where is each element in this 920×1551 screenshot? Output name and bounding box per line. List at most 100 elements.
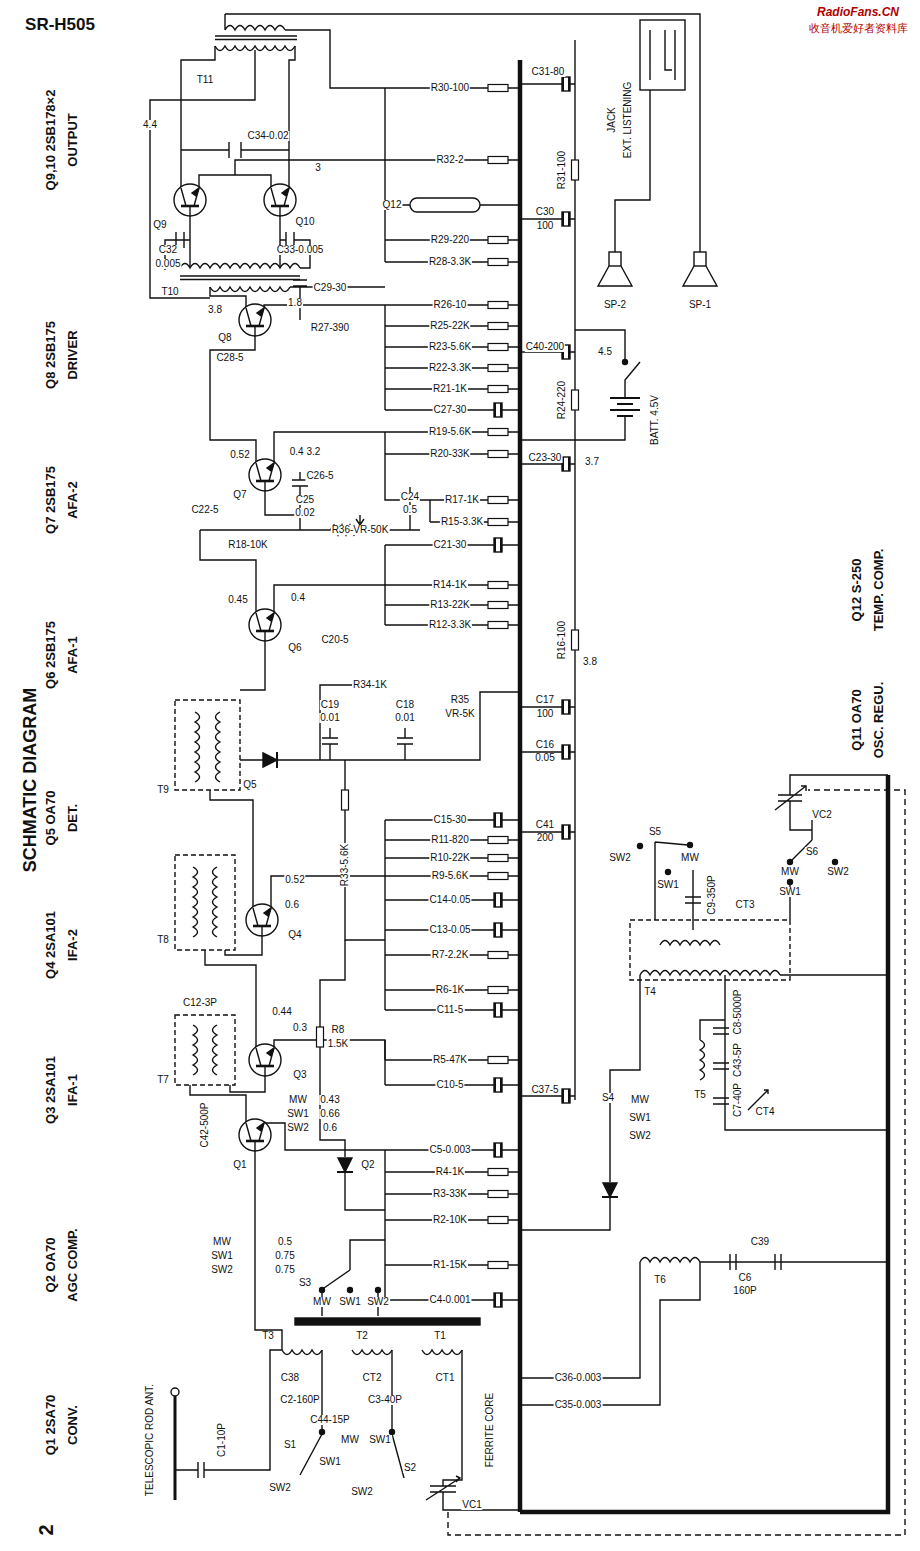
component-label: S6 bbox=[805, 847, 819, 857]
component-label: C13-0.05 bbox=[428, 925, 471, 935]
component-label: SW1 bbox=[628, 1113, 652, 1123]
component-label: 4.5 bbox=[597, 347, 613, 357]
component-label: R32-2 bbox=[435, 155, 464, 165]
component-label: R22-3.3K bbox=[428, 363, 472, 373]
component-label: C24 bbox=[400, 492, 420, 502]
component-label: R34-1K bbox=[352, 680, 388, 690]
component-label: MW bbox=[288, 1095, 308, 1105]
stage-label: CONV. bbox=[66, 1404, 79, 1446]
component-label: 0.05 bbox=[534, 753, 555, 763]
component-label: R27-390 bbox=[310, 323, 350, 333]
component-label: C5-0.003 bbox=[428, 1145, 471, 1155]
stage-label: DRIVER bbox=[66, 329, 79, 380]
component-label: 160P bbox=[732, 1286, 757, 1296]
stage-label: Q7 2SB175 bbox=[44, 465, 57, 535]
stage-label: Q4 2SA101 bbox=[44, 910, 57, 980]
component-label: SP-1 bbox=[688, 300, 712, 310]
component-label: Q4 bbox=[287, 930, 302, 940]
component-label: SW1 bbox=[318, 1457, 342, 1467]
component-label: 200 bbox=[536, 833, 555, 843]
component-label: S4 bbox=[601, 1093, 615, 1103]
component-label: R13-22K bbox=[429, 600, 470, 610]
component-label: C27-30 bbox=[433, 405, 468, 415]
component-label: 0.01 bbox=[394, 713, 415, 723]
component-label: C14-0.05 bbox=[428, 895, 471, 905]
component-label: C29-30 bbox=[313, 283, 348, 293]
component-label: C18 bbox=[395, 700, 415, 710]
component-label: C19 bbox=[320, 700, 340, 710]
component-label: R25-22K bbox=[429, 321, 470, 331]
component-label: R19-5.6K bbox=[428, 427, 472, 437]
component-label: C11-5 bbox=[436, 1005, 465, 1015]
component-label: C43-5P bbox=[733, 1042, 743, 1078]
component-label: T1 bbox=[433, 1331, 447, 1341]
component-label: C15-30 bbox=[433, 815, 468, 825]
component-label: SP-2 bbox=[603, 300, 627, 310]
component-label: Q9 bbox=[152, 220, 167, 230]
stage-label: IFA-1 bbox=[66, 1073, 79, 1107]
component-label: R35 bbox=[450, 695, 470, 705]
component-label: SW1 bbox=[656, 880, 680, 890]
component-label: SW1 bbox=[338, 1297, 362, 1307]
component-label: C2-160P bbox=[279, 1395, 320, 1405]
component-label: 0.75 bbox=[274, 1265, 295, 1275]
component-label: R16-100 bbox=[557, 620, 567, 660]
component-label: 3 bbox=[314, 163, 322, 173]
component-label: R1-15K bbox=[432, 1260, 468, 1270]
component-label: Q12 bbox=[382, 200, 403, 210]
component-label: R36-VR-50K bbox=[331, 525, 390, 535]
stage-label: Q8 2SB175 bbox=[44, 320, 57, 390]
component-label: MW bbox=[780, 867, 800, 877]
component-label: C21-30 bbox=[433, 540, 468, 550]
component-label: R5-47K bbox=[432, 1055, 468, 1065]
component-label: T11 bbox=[196, 75, 215, 85]
component-label: R14-1K bbox=[432, 580, 468, 590]
component-label: T6 bbox=[653, 1275, 667, 1285]
component-label: R6-1K bbox=[435, 985, 465, 995]
component-label: R31-100 bbox=[557, 150, 567, 190]
component-label: C41 bbox=[535, 820, 555, 830]
component-label: MW bbox=[630, 1095, 650, 1105]
component-label: C22-5 bbox=[190, 505, 219, 515]
component-label: SW2 bbox=[210, 1265, 234, 1275]
stage-label: Q3 2SA101 bbox=[44, 1055, 57, 1125]
component-label: SW1 bbox=[210, 1251, 234, 1261]
component-label: C42-500P bbox=[200, 1101, 210, 1148]
component-label: C25 bbox=[295, 495, 315, 505]
component-label: R12-3.3K bbox=[428, 620, 472, 630]
stage-label: AFA-1 bbox=[66, 635, 79, 675]
stage-label: Q12 S-250 bbox=[850, 558, 863, 623]
component-label: Q8 bbox=[217, 333, 232, 343]
component-label: C8-5000P bbox=[733, 988, 743, 1035]
component-label: T8 bbox=[156, 935, 170, 945]
component-label: C30 bbox=[535, 207, 555, 217]
component-label: 0.52 bbox=[284, 875, 305, 885]
component-label: C6 bbox=[738, 1273, 753, 1283]
stage-label: Q11 OA70 bbox=[850, 688, 863, 751]
component-label: R28-3.3K bbox=[428, 257, 472, 267]
component-label: T5 bbox=[693, 1090, 707, 1100]
component-label: CT1 bbox=[435, 1373, 456, 1383]
component-label: SW1 bbox=[286, 1109, 310, 1119]
component-label: 1.8 bbox=[287, 298, 303, 308]
stage-label: TEMP. COMP. bbox=[872, 548, 885, 633]
component-label: 3.8 bbox=[207, 305, 223, 315]
component-label: S5 bbox=[648, 827, 662, 837]
diagram-title: SCHMATIC DIAGRAM bbox=[21, 687, 39, 874]
component-label: MW bbox=[312, 1297, 332, 1307]
component-label: R15-3.3K bbox=[440, 517, 484, 527]
component-label: SW2 bbox=[366, 1297, 390, 1307]
component-label: C33-0.005 bbox=[276, 245, 325, 255]
component-label: C1-10P bbox=[217, 1422, 227, 1458]
component-label: C38 bbox=[280, 1373, 300, 1383]
component-label: MW bbox=[680, 853, 700, 863]
component-label: 0.44 bbox=[271, 1007, 292, 1017]
component-label: S2 bbox=[403, 1463, 417, 1473]
component-label: S1 bbox=[283, 1440, 297, 1450]
component-label: SW2 bbox=[268, 1483, 292, 1493]
component-label: SW2 bbox=[350, 1487, 374, 1497]
page-number: 2 bbox=[36, 1523, 56, 1536]
component-label: 0.45 bbox=[227, 595, 248, 605]
component-label: C23-30 bbox=[528, 453, 563, 463]
component-label: TELESCOPIC ROD ANT. bbox=[145, 1383, 155, 1497]
